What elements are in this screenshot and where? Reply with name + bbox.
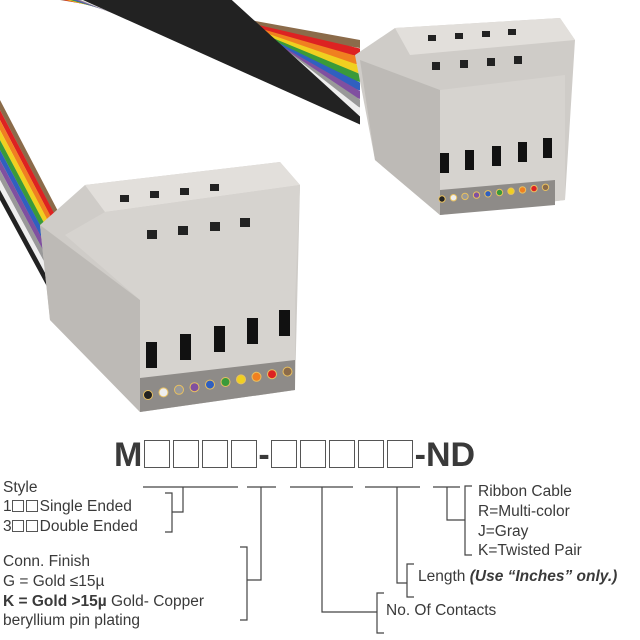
- contact-pin: [205, 379, 215, 390]
- finish-k-line2: beryllium pin plating: [3, 612, 140, 629]
- cable-option-j: J=Gray: [478, 523, 529, 540]
- ribbon-cable-top: [60, 0, 361, 125]
- wire: [0, 190, 60, 311]
- contact-pin: [189, 382, 200, 393]
- style-title: Style: [3, 479, 38, 496]
- wire: [0, 120, 60, 244]
- contact-pin: [541, 183, 550, 192]
- part-slot-box: [201, 440, 228, 468]
- wire: [0, 100, 60, 225]
- cable-option-r: R=Multi-color: [478, 503, 570, 520]
- connector-right: [355, 18, 575, 215]
- connector-left: [40, 162, 300, 412]
- length-label: Length (Use “Inches” only.): [418, 568, 618, 585]
- contact-pin: [461, 192, 469, 201]
- part-number-template: M - -ND: [114, 436, 475, 475]
- contact-pin: [507, 187, 515, 195]
- contact-pin: [530, 184, 538, 193]
- contact-pin: [449, 194, 458, 202]
- part-slot-box: [172, 440, 199, 468]
- part-slot-box: [271, 440, 298, 468]
- contact-pin: [518, 186, 527, 194]
- part-slot-box: [387, 440, 414, 468]
- contact-pin: [484, 190, 492, 198]
- part-slot-box: [300, 440, 327, 468]
- contact-pin: [220, 377, 231, 387]
- contact-pin: [495, 188, 504, 197]
- contact-pin: [282, 366, 293, 377]
- contact-pin: [472, 191, 481, 199]
- part-slot-box: [358, 440, 385, 468]
- contact-pin: [143, 390, 153, 400]
- part-prefix: M: [114, 436, 143, 474]
- contact-pin: [267, 369, 277, 380]
- part-slot-box: [329, 440, 356, 468]
- part-suffix: -ND: [414, 436, 476, 474]
- contact-pin: [174, 384, 184, 395]
- part-slot-box: [230, 440, 257, 468]
- finish-k: K = Gold >15µ Gold- Copper: [3, 593, 205, 610]
- contact-pin: [158, 387, 169, 398]
- contact-pin: [251, 371, 262, 382]
- callout-lines: [143, 485, 472, 634]
- cable-option-k: K=Twisted Pair: [478, 542, 582, 559]
- wire: [82, 0, 360, 125]
- contact-pin: [236, 374, 246, 385]
- part-separator: -: [258, 436, 270, 474]
- cable-title: Ribbon Cable: [478, 483, 572, 500]
- part-slot-box: [143, 440, 170, 468]
- finish-title: Conn. Finish: [3, 553, 91, 570]
- contacts-label: No. Of Contacts: [386, 602, 497, 619]
- wire: [0, 110, 60, 235]
- contact-pin: [438, 195, 446, 203]
- finish-g: G = Gold ≤15µ: [3, 573, 105, 590]
